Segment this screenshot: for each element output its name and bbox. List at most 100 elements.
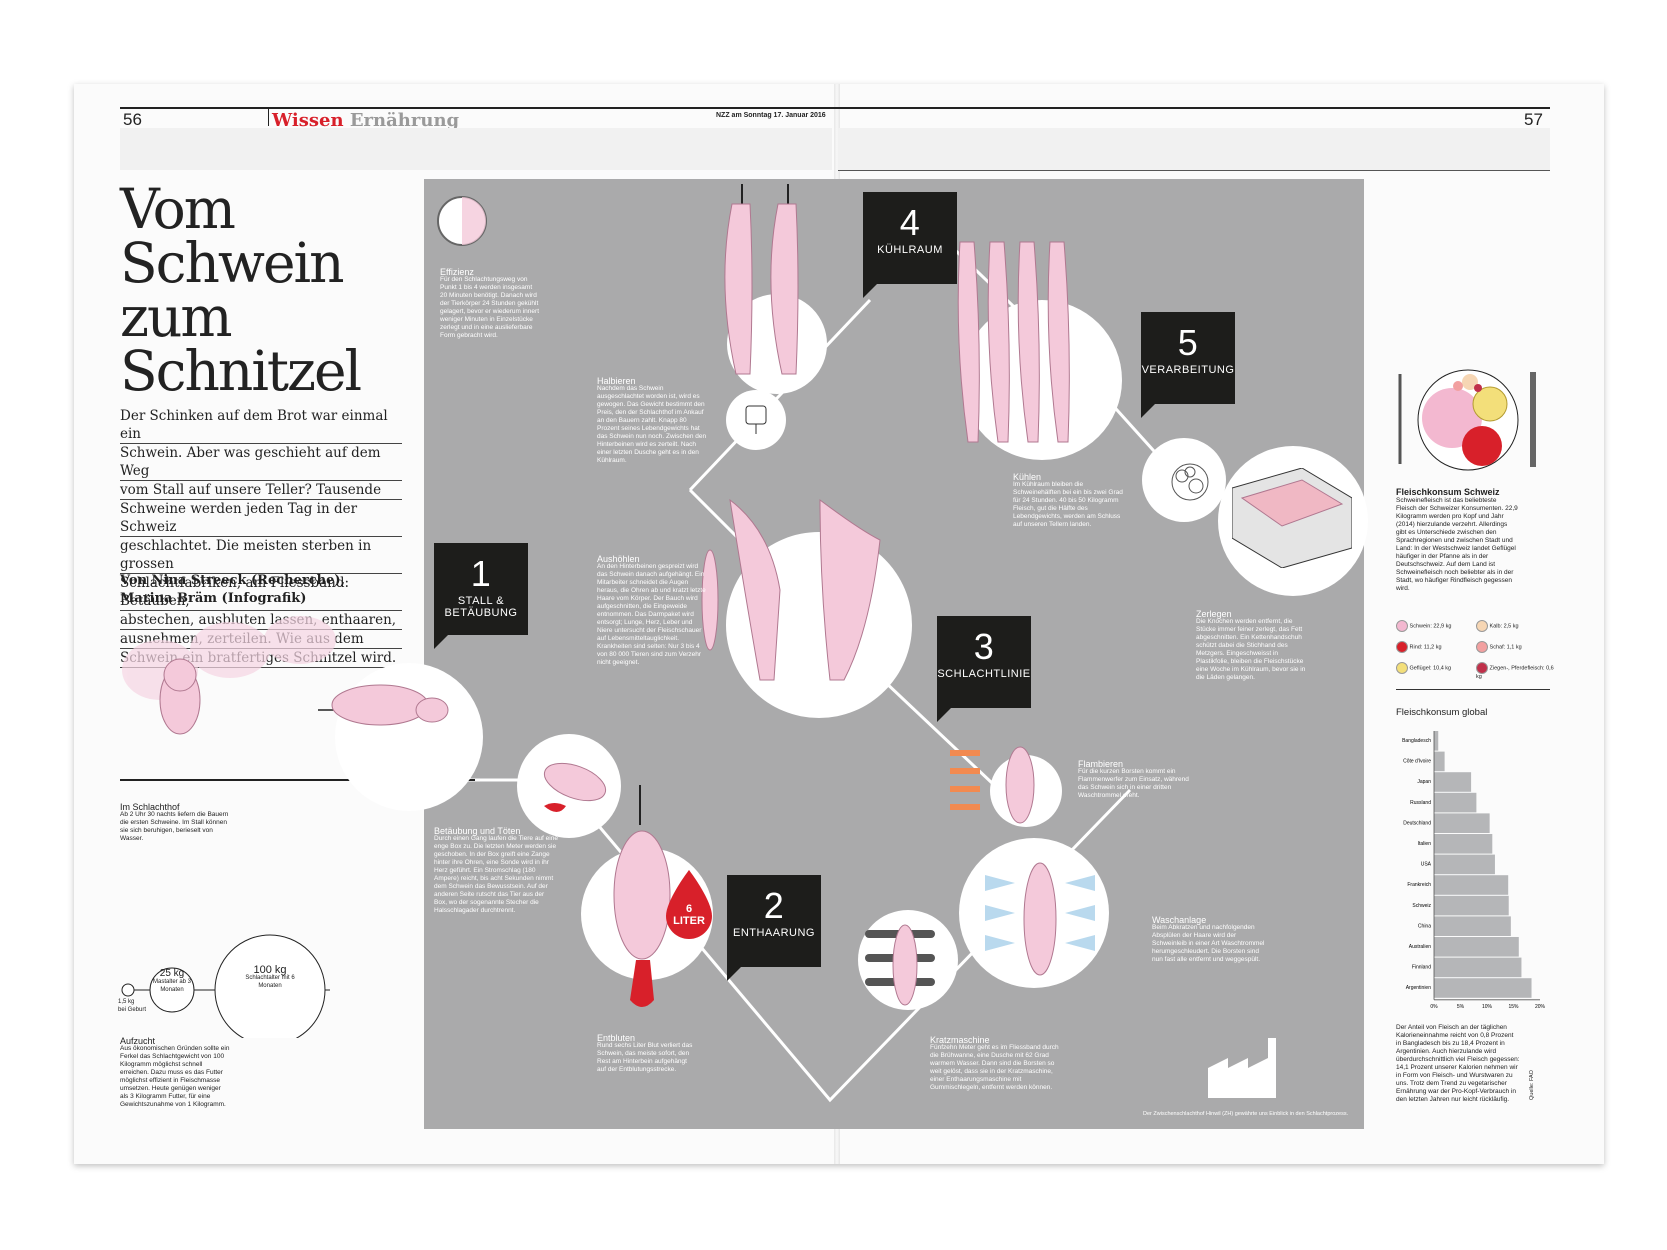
x-tick-label: 15% (1508, 1004, 1519, 1010)
caption-entbluten-heading: Entbluten (597, 1033, 636, 1043)
weight-slaughter-value: 100 kg (253, 964, 287, 976)
source-credit: Quelle: FAO (1529, 1070, 1535, 1100)
step-1-number: 1 (470, 553, 492, 594)
caption-betaeubung-text: Durch einen Gang laufen die Tiere auf ei… (434, 835, 558, 914)
bar-label: Argentinien (1406, 985, 1432, 991)
header-divider (268, 108, 269, 126)
clock-icon (437, 196, 487, 246)
weight-slaughter-label: Schlachtalter mit 6 Monaten (245, 975, 295, 989)
caption-kratz-text: Fünfzehn Meter geht es im Fliessband dur… (930, 1044, 1059, 1091)
legend-swatch (1476, 662, 1488, 674)
legend-swatch (1396, 662, 1408, 674)
pig-hanging-bleeding (613, 785, 671, 1007)
circle-waage (726, 390, 786, 450)
legend-item-rind: Rind: 11,2 kg (1396, 641, 1476, 653)
legend-swatch (1396, 620, 1408, 632)
blood-badge: 6 LITER (666, 903, 712, 927)
legend-label: Kalb: 2,5 kg (1489, 623, 1519, 630)
caption-halbieren-text: Nachdem das Schwein ausgeschlachtet word… (597, 385, 707, 464)
lead-line: Schweine werden jeden Tag in der Schweiz (120, 500, 402, 537)
header-band-left (120, 128, 832, 170)
bar (1434, 813, 1490, 833)
bar (1434, 937, 1519, 957)
bar-label: Deutschland (1403, 820, 1431, 826)
bar (1434, 731, 1439, 751)
factory-icon (1208, 1038, 1276, 1098)
scraper-illustration (865, 924, 935, 1006)
pig-group-illustration (122, 616, 449, 735)
caption-flambieren-heading: Flambieren (1078, 759, 1124, 769)
bar-label: Bangladesch (1402, 738, 1431, 744)
bar (1434, 854, 1495, 875)
legend-label: Ziegen-, Pferdefleisch: 0,6 kg (1476, 665, 1554, 680)
weight-mast-value: 25 kg (159, 968, 185, 979)
legend-item-schaf: Schaf: 1,1 kg (1476, 641, 1550, 653)
bar-label: Finnland (1412, 965, 1431, 971)
step-4-label: KÜHLRAUM (877, 244, 943, 256)
byline: Von Nina Streeck (Recherche), Marina Brä… (120, 572, 402, 608)
bar-label: Japan (1417, 779, 1431, 785)
step-3-number: 3 (973, 626, 995, 667)
footnote: Der Zwischenschlachthof Hinwil (ZH) gewä… (1143, 1111, 1349, 1117)
legend-label: Rind: 11,2 kg (1409, 644, 1442, 651)
caption-flambieren-text: Für die kurzen Borsten kommt ein Flammen… (1078, 768, 1189, 799)
legend-item-kalb: Kalb: 2,5 kg (1476, 620, 1550, 632)
pig-opened-illustration (701, 498, 881, 681)
weight-mast-label: Mastalter ab 3 Monaten (152, 979, 192, 993)
bar (1434, 916, 1511, 936)
minced-meat-illustration (1171, 463, 1209, 501)
blood-unit: LITER (673, 915, 705, 927)
bar (1434, 875, 1509, 895)
caption-kratz-heading: Kratzmaschine (930, 1035, 990, 1045)
caption-aushoehlen-heading: Aushöhlen (597, 554, 640, 564)
kicker-topic: Ernährung (349, 110, 460, 131)
scale-icon (745, 405, 767, 434)
x-tick-label: 20% (1535, 1004, 1546, 1010)
caption-effizienz-text: Für den Schlachtungsweg von Punkt 1 bis … (440, 276, 539, 339)
header-band-rule (838, 170, 1550, 171)
global-chart-title: Fleischkonsum global (1396, 707, 1488, 718)
wash-drum-illustration (985, 862, 1095, 976)
legend-item-gefluegel: Geflügel: 10,4 kg (1396, 662, 1476, 674)
global-chart-text: Der Anteil von Fleisch an der täglichen … (1396, 1024, 1520, 1103)
bar (1434, 792, 1477, 813)
bar-label: Frankreich (1407, 882, 1431, 888)
step-2-number: 2 (763, 885, 785, 926)
x-tick-label: 10% (1482, 1004, 1493, 1010)
caption-entbluten-text: Rund sechs Liter Blut verliert das Schwe… (597, 1042, 693, 1073)
pig-lying-illustration (543, 762, 607, 812)
x-tick-label: 5% (1457, 1004, 1465, 1010)
weight-birth-label: bei Geburt (118, 1007, 147, 1013)
lead-line: abstechen, ausbluten lassen, enthaaren, (120, 611, 402, 630)
bar-label: China (1418, 923, 1431, 929)
header-rule (120, 107, 1550, 109)
weight-birth-value: 1,5 kg (118, 999, 135, 1005)
page-number-right: 57 (1524, 110, 1543, 129)
circle-hackfleisch (1142, 438, 1226, 522)
bar-label: Australien (1409, 944, 1431, 950)
plate-illustration (1398, 369, 1536, 471)
meat-tray-illustration (1232, 468, 1352, 568)
kicker-section: Wissen (272, 110, 344, 131)
bar (1434, 772, 1472, 792)
caption-waschanlage-text: Beim Abkratzen und nachfolgenden Absplül… (1152, 924, 1265, 963)
page-number-left: 56 (123, 110, 142, 129)
weight-birth: 1,5 kg bei Geburt (118, 998, 158, 1014)
legend-swatch (1476, 620, 1488, 632)
lead-line: geschlachtet. Die meisten sterben in gro… (120, 537, 402, 574)
blood-amount: 6 (685, 903, 693, 915)
legend-label: Schaf: 1,1 kg (1489, 644, 1522, 651)
right-column-rule (1396, 689, 1550, 690)
